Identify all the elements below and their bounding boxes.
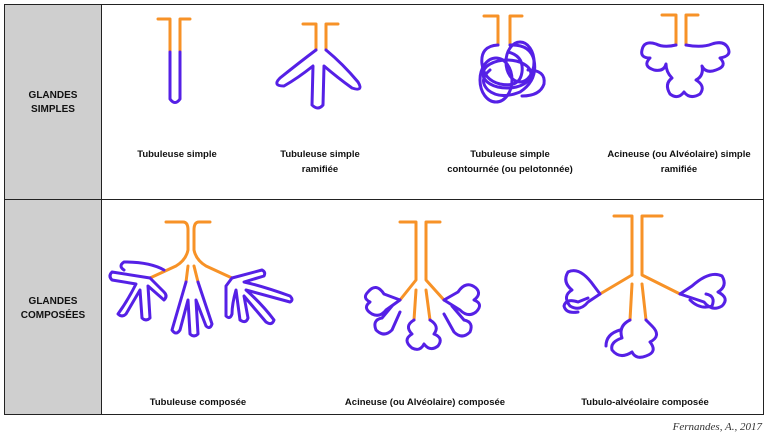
row-header-column bbox=[5, 5, 102, 414]
caption-tubuleuse-simple-contournee-line2: contournée (ou pelotonnée) bbox=[447, 164, 573, 175]
caption-acineuse-simple-ramifiee: Acineuse (ou Alvéolaire) simple ramifiée bbox=[596, 147, 762, 177]
caption-tubuleuse-simple-ramifiee: Tubuleuse simple ramifiée bbox=[255, 147, 385, 177]
caption-tubuleuse-simple: Tubuleuse simple bbox=[112, 147, 242, 162]
credit-text: Fernandes, A., 2017 bbox=[672, 421, 762, 433]
caption-tubulo-alveolaire-composee: Tubulo-alvéolaire composée bbox=[565, 395, 725, 410]
caption-tubuleuse-simple-contournee-line1: Tubuleuse simple bbox=[470, 149, 550, 160]
row-header-simples: GLANDES SIMPLES bbox=[5, 89, 101, 117]
caption-acineuse-simple-ramifiee-line1: Acineuse (ou Alvéolaire) simple bbox=[607, 149, 751, 160]
row-header-composees: GLANDES COMPOSÉES bbox=[5, 295, 101, 323]
row-header-composees-line2: COMPOSÉES bbox=[20, 310, 86, 321]
caption-tubuleuse-simple-line1: Tubuleuse simple bbox=[137, 149, 217, 160]
caption-tubuleuse-composee: Tubuleuse composée bbox=[128, 395, 268, 410]
caption-tubuleuse-composee-line1: Tubuleuse composée bbox=[149, 397, 247, 408]
caption-acineuse-composee: Acineuse (ou Alvéolaire) composée bbox=[330, 395, 520, 410]
row-header-simples-line2: SIMPLES bbox=[31, 104, 75, 115]
row-divider bbox=[5, 199, 763, 200]
caption-tubuleuse-simple-ramifiee-line2: ramifiée bbox=[301, 164, 339, 175]
caption-tubulo-alveolaire-composee-line1: Tubulo-alvéolaire composée bbox=[581, 397, 709, 408]
caption-tubuleuse-simple-contournee: Tubuleuse simple contournée (ou pelotonn… bbox=[420, 147, 600, 177]
caption-acineuse-composee-line1: Acineuse (ou Alvéolaire) composée bbox=[344, 397, 506, 408]
row-header-simples-line1: GLANDES bbox=[28, 90, 78, 101]
diagram-frame: GLANDES SIMPLES GLANDES COMPOSÉES bbox=[4, 4, 764, 415]
caption-tubuleuse-simple-ramifiee-line1: Tubuleuse simple bbox=[280, 149, 360, 160]
row-header-composees-line1: GLANDES bbox=[28, 296, 78, 307]
caption-acineuse-simple-ramifiee-line2: ramifiée bbox=[660, 164, 698, 175]
